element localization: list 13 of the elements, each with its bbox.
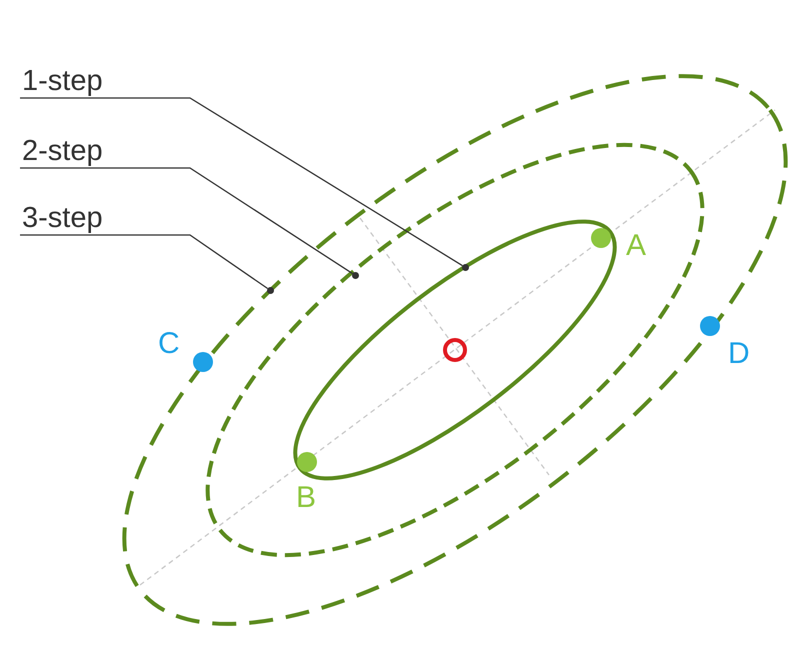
leader-end-dot (462, 264, 469, 271)
point-label: B (296, 482, 316, 514)
point-label: C (158, 328, 180, 360)
leader-label: 3-step (22, 203, 103, 233)
leader-label: 1-step (22, 66, 103, 96)
leader-line (20, 234, 268, 290)
leader-line (20, 167, 353, 274)
point-label: A (626, 230, 646, 262)
point-label: D (728, 338, 750, 370)
leader-label: 2-step (22, 136, 103, 166)
leader-line (20, 97, 463, 266)
leader-end-dot (267, 287, 274, 294)
leader-end-dot (352, 272, 359, 279)
